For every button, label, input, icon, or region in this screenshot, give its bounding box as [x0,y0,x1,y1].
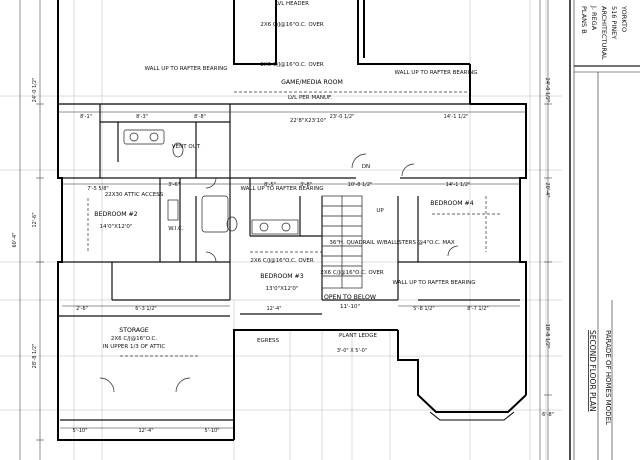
bath-fixtures [123,129,299,235]
dim-8-8: 8'-8" [194,114,206,120]
label-storage-note-2: IN UPPER 1/3 OF ATTIC [103,344,166,350]
dim-14-1: 14'-1 1/2" [444,114,469,120]
designer-line-1: PLANS B [580,6,588,34]
label-game-media-room: GAME/MEDIA ROOM [281,79,343,86]
dim-12-4: 12'-4" [266,306,281,312]
label-storage: STORAGE [119,327,149,334]
designer-line-2: J. REGA [590,5,598,31]
note-up: UP [376,208,384,214]
drawing-subtitle: PARADE OF HOMES MODEL [604,330,612,425]
dim-12-4b: 12'-4" [138,428,153,434]
note-lvl-header-top: LVL HEADER [275,1,309,7]
dim-10-8: 10'-8 1/2" [348,182,373,188]
label-game-size: 22'8"X23'10" [290,118,326,124]
label-wic: W.I.C. [168,226,184,232]
note-wall-up-mid: WALL UP TO RAFTER BEARING [241,186,324,192]
dim-8-1: 8'-1" [80,114,92,120]
dim-18-8-right: 18'-8 1/2" [544,324,550,349]
dim-2-6: 2'-6" [76,306,88,312]
dim-3-8: 3'-8" [300,182,312,188]
note-cj-over-mid: 2X6 C/J@16"O.C. OVER [260,62,324,68]
label-bedroom-3-size: 13'0"X12'0" [266,286,299,292]
dim-12-6-left: 12'-6" [32,212,38,227]
note-wall-up-right-2: WALL UP TO RAFTER BEARING [393,280,476,286]
dim-8-5: 8'-5" [264,182,276,188]
label-egress: EGRESS [257,338,280,344]
dim-5-10b: 5'-10" [204,428,219,434]
note-cj-over-top: 2X6 C/J@16"O.C. OVER [260,22,324,28]
label-open-below-dim: 11'-10" [340,304,360,310]
note-dn: DN [362,164,370,170]
title-block [569,0,640,460]
label-bedroom-2: BEDROOM #2 [94,211,137,218]
dim-60-4-left: 60'-4" [12,232,18,247]
dim-6-3: 6'-3 1/2" [135,306,156,312]
dim-20-4-right: 20'-4" [544,182,550,197]
dashed-lines [87,91,500,357]
dim-7-6: 7'-5 5/8" [87,186,108,192]
drawing-title: SECOND FLOOR PLAN [588,330,597,412]
note-wall-up-left: WALL UP TO RAFTER BEARING [145,66,228,72]
dim-3-0-window: 3'-0" X 5'-0" [337,348,367,354]
label-bedroom-4: BEDROOM #4 [430,200,473,207]
designer-line-3: ARCHITECTURAL [600,6,608,60]
dim-5-10: 5'-10" [72,428,87,434]
bay-window [429,411,515,421]
dim-6-8: 6'-8" [542,412,554,418]
label-bedroom-3: BEDROOM #3 [260,273,303,280]
note-cj-over-open: 2X6 C/J@16"O.C. OVER [320,270,384,276]
label-quadrail: 36"H. QUADRAIL W/BALUSTERS @4"O.C. MAX [329,240,454,246]
label-bedroom-2-size: 14'0"X12'0" [100,224,133,230]
dim-8-3: 8'-3" [136,114,148,120]
dim-23-0: 23'-0 1/2" [330,114,355,120]
dim-24-0-left: 24'-0 1/2" [32,78,38,103]
dim-24-0-right: 24'-0 1/2" [544,78,550,103]
note-cj-over-bed3: 2X6 C/J@16"O.C. OVER [250,258,314,264]
dim-28-8-left: 28'-8 1/2" [32,344,38,369]
designer-line-4: 516 PINEY [610,6,618,39]
label-open-to-below: OPEN TO BELOW [324,294,376,301]
dimension-lines [19,0,552,460]
note-wall-up-right: WALL UP TO RAFTER BEARING [395,70,478,76]
label-lvl-per-manuf: LVL PER MANUF. [288,95,332,101]
label-vent-out: VENT OUT [172,144,201,150]
dim-3-6: 3'-6" [168,182,180,188]
staircase [321,195,363,289]
label-plant-ledge: PLANT LEDGE [339,333,378,339]
interior-walls [58,104,520,421]
dim-5-8: 5'-8 1/2" [413,306,434,312]
label-storage-note-1: 2X6 C/J@16"O.C. [111,336,158,342]
dim-14-1b: 14'-1 1/2" [446,182,471,188]
label-attic-access: 22X30 ATTIC ACCESS [105,192,164,198]
designer-line-5: YORKTO [620,5,628,32]
background-gridlines [0,0,562,460]
dim-8-7: 8'-7 1/2" [467,306,488,312]
door-swings [99,153,459,393]
